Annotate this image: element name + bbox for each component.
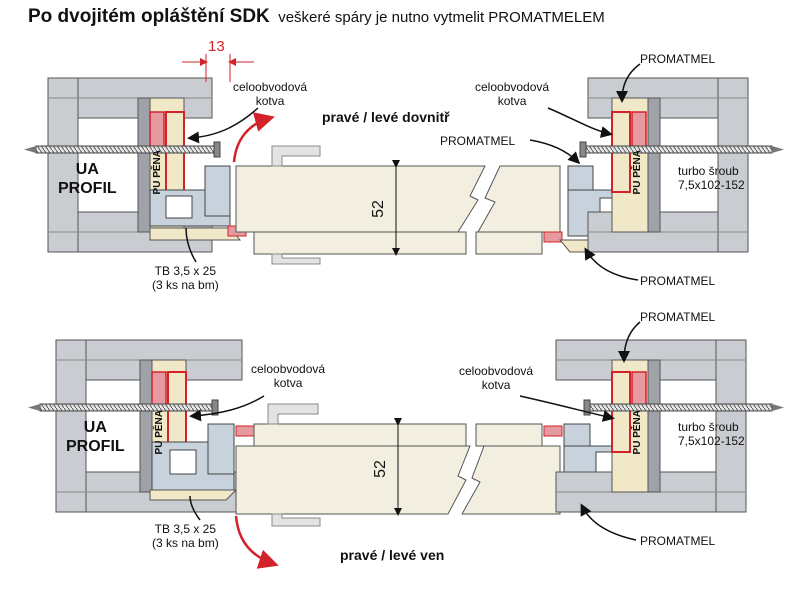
pu-pena-label-right-top: PU PĚNA [632,150,643,195]
dim-13-label: 13 [208,38,225,55]
leader-tb-top [185,227,197,263]
tb-label-top: TB 3,5 x 25(3 ks na bm) [152,264,219,292]
leader-promatmel-bot-right [584,247,639,281]
opening-arrow-bottom [234,515,279,569]
leader-anchor-left-bottom [189,395,265,422]
leader-anchor-right-top [547,107,613,138]
promatmel-label-bottom-2: PROMATMEL [640,534,716,548]
screw-left-top [24,141,221,158]
opening-label-top: pravé / levé dovnitř [322,109,450,125]
dim-13-marker [182,54,254,82]
title-sub: veškeré spáry je nutno vytmelit PROMATME… [278,9,605,26]
left-frame-profile-top [149,165,247,237]
bottom-section [28,321,784,569]
door-leaf-bottom [235,403,561,527]
leader-promatmel-bot-right-bottom [580,503,637,541]
opening-arrow-top [232,112,275,163]
promatmel-label-top-1: PROMATMEL [640,52,716,66]
right-wall-bottom [555,339,747,513]
pu-pena-label-left-bottom: PU PĚNA [154,410,165,455]
dim-52-label-top: 52 [369,200,387,218]
leader-promatmel-top-right [616,63,641,103]
screw-right-top [579,141,784,158]
screw-left-bottom [28,399,219,416]
promatmel-label-top-2: PROMATMEL [440,134,516,148]
dim-52-label-bottom: 52 [371,460,389,478]
title-main: Po dvojitém opláštění SDK [28,6,270,27]
pu-pena-label-left-top: PU PĚNA [152,150,163,195]
left-frame-profile-bottom [149,423,255,501]
leader-anchor-left-top [187,107,259,144]
promatmel-label-top-3: PROMATMEL [640,274,716,288]
promatmel-label-bottom-1: PROMATMEL [640,310,716,324]
leader-promatmel-mid-right [529,139,581,165]
opening-label-bottom: pravé / levé ven [340,547,445,563]
top-section [24,54,784,281]
door-leaf-top [235,145,561,265]
leader-anchor-right-bottom [519,395,615,422]
tb-label-bottom: TB 3,5 x 25(3 ks na bm) [152,522,219,550]
leader-tb-bottom [189,495,201,521]
pu-pena-label-right-bottom: PU PĚNA [632,410,643,455]
screw-right-bottom [583,399,784,416]
leader-promatmel-top-right-bottom [618,321,641,363]
page-title: Po dvojitém opláštění SDK veškeré spáry … [28,6,605,28]
left-wall-top [47,77,242,253]
